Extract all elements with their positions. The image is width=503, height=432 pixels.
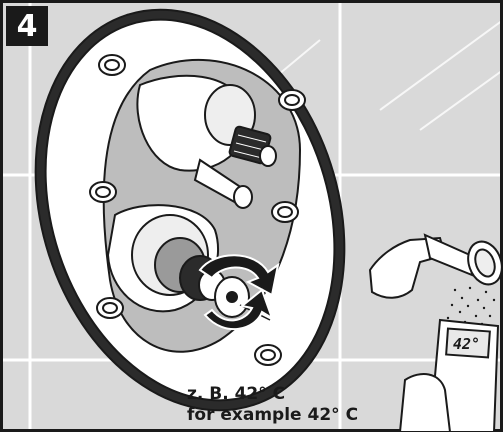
screw-right	[271, 201, 299, 223]
caption-line-german: z. B. 42° C	[187, 384, 286, 404]
mounting-screws	[89, 54, 306, 366]
caption: z. B. 42° C for example 42° C	[187, 384, 358, 426]
rotation-arrows-icon	[198, 254, 280, 331]
thermometer: 42°	[398, 318, 500, 432]
screw-top-right	[278, 89, 306, 111]
upper-stop-valve	[136, 74, 277, 172]
thermometer-display	[445, 327, 491, 359]
hand-with-shower-head	[368, 233, 503, 299]
connection-pipe	[193, 158, 253, 209]
thermometer-reading: 42°	[453, 335, 480, 353]
caption-line-english: for example 42° C	[187, 405, 359, 425]
step-number-badge: 4	[6, 6, 48, 46]
thermostat-cartridge	[106, 204, 271, 321]
screw-bottom-left	[96, 297, 124, 319]
screw-left	[89, 181, 117, 203]
screw-bottom-right	[254, 344, 282, 366]
hand-holding-thermometer	[398, 373, 452, 432]
screw-top-left	[98, 54, 126, 76]
